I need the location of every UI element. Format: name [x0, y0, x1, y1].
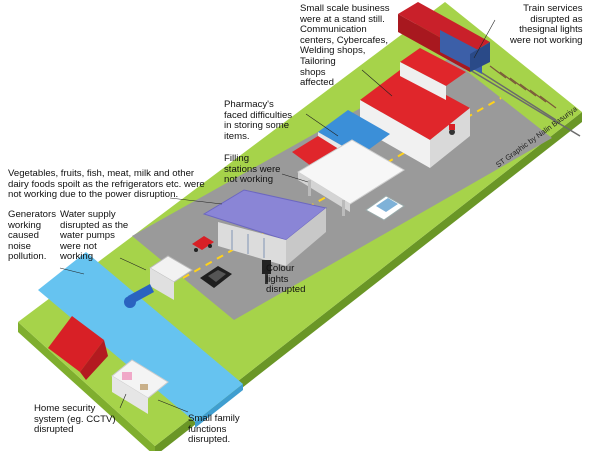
small-shop-red: [400, 48, 466, 100]
label-foods-spoilt: Vegetables, fruits, fish, meat, milk and…: [8, 168, 205, 201]
pump-pipe-icon: [124, 296, 136, 308]
traffic-light-icon: [262, 260, 271, 284]
shops-building: [360, 70, 470, 168]
pump-house: [124, 255, 193, 308]
motorcycle-icon: [449, 124, 455, 135]
rail-right: [469, 69, 581, 137]
label-water-supply: Water supply disrupted as the water pump…: [60, 209, 129, 263]
supermarket-building: [202, 189, 328, 266]
leader-lines: [59, 19, 496, 413]
ground-side-right: [155, 112, 582, 451]
label-family-functions: Small family functions disrupted.: [188, 413, 240, 446]
label-train-services: Train services disrupted as thesignal li…: [510, 3, 583, 46]
rail-sleepers: [489, 65, 557, 109]
river-bank: [195, 384, 243, 428]
label-colour-lights: Colour lights disrupted: [266, 263, 306, 296]
label-generators: Generators working caused noise pollutio…: [8, 209, 56, 263]
label-small-business: Small scale business were at a stand sti…: [300, 3, 390, 89]
filling-station: [297, 139, 405, 216]
ground-side-front: [18, 322, 155, 451]
white-car-icon: [365, 195, 405, 221]
label-home-security: Home security system (eg. CCTV) disrupte…: [34, 403, 116, 436]
family-house: [111, 359, 169, 414]
label-filling-stations: Filling stations were not working: [224, 153, 281, 186]
generator-house: [48, 316, 108, 380]
train-icon: [398, 2, 490, 74]
river: [38, 252, 243, 422]
black-car-icon: [200, 266, 232, 288]
red-three-wheeler-icon: [192, 236, 214, 252]
label-pharmacy: Pharmacy's faced difficulties in storing…: [224, 99, 293, 142]
